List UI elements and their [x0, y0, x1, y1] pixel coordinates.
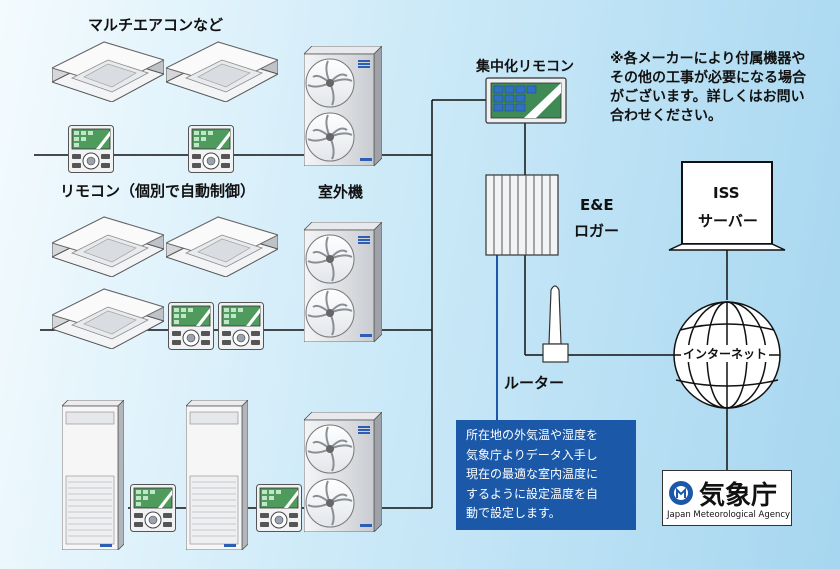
label-iss-server: サーバー [698, 212, 758, 230]
ee-logger-device [485, 174, 559, 256]
remote-controller [218, 302, 264, 350]
outdoor-unit [304, 222, 382, 342]
floor-standing-unit [62, 400, 124, 550]
router-device [542, 285, 569, 363]
label-remote-individual: リモコン（個別で自動制御） [60, 182, 256, 200]
label-router: ルーター [504, 374, 565, 392]
info-box: 所在地の外気温や湿度を 気象庁よりデータ入手し 現在の最適な室内温度に するよう… [456, 420, 636, 530]
jma-emblem-icon [669, 481, 693, 505]
label-internet: インターネット [681, 345, 770, 362]
ceiling-cassette-unit [52, 216, 164, 277]
note-line: がございます。詳しくはお問い [610, 89, 805, 105]
ceiling-cassette-unit [166, 216, 278, 277]
remote-controller [188, 125, 234, 173]
jma-name: 気象庁 [699, 481, 778, 511]
manufacturer-note: ※各メーカーにより付属機器や その他の工事が必要になる場合 がございます。詳しく… [610, 50, 840, 126]
note-line: 合わせください。 [610, 108, 722, 124]
label-outdoor-unit: 室外機 [318, 183, 364, 201]
floor-standing-unit [186, 400, 248, 550]
outdoor-unit [304, 412, 382, 532]
label-multi-aircon: マルチエアコンなど [88, 16, 224, 34]
remote-controller [68, 125, 114, 173]
label-central-remote: 集中化リモコン [476, 59, 574, 75]
note-line: その他の工事が必要になる場合 [610, 70, 806, 86]
iss-server-monitor [668, 161, 786, 251]
outdoor-unit [304, 46, 382, 166]
info-line: 所在地の外気温や湿度を [466, 428, 599, 442]
jma-logo-box: 気象庁 Japan Meteorological Agency [662, 470, 792, 526]
note-line: ※各メーカーにより付属機器や [610, 51, 806, 67]
ceiling-cassette-unit [52, 288, 164, 349]
label-ee-logger: E&E [580, 196, 614, 214]
jma-english-name: Japan Meteorological Agency [667, 510, 791, 520]
info-line: 動で設定します。 [466, 506, 561, 520]
info-line: するように設定温度を自 [466, 486, 599, 501]
ceiling-cassette-unit [52, 41, 164, 102]
label-ee-logger-2: ロガー [574, 222, 620, 240]
central-remote-device [485, 77, 567, 124]
remote-controller [256, 484, 302, 532]
info-line: 現在の最適な室内温度に [466, 467, 599, 481]
ceiling-cassette-unit [166, 41, 278, 102]
remote-controller [130, 484, 176, 532]
label-iss: ISS [713, 184, 740, 202]
info-line: 気象庁よりデータ入手し [466, 447, 598, 462]
remote-controller [168, 302, 214, 350]
